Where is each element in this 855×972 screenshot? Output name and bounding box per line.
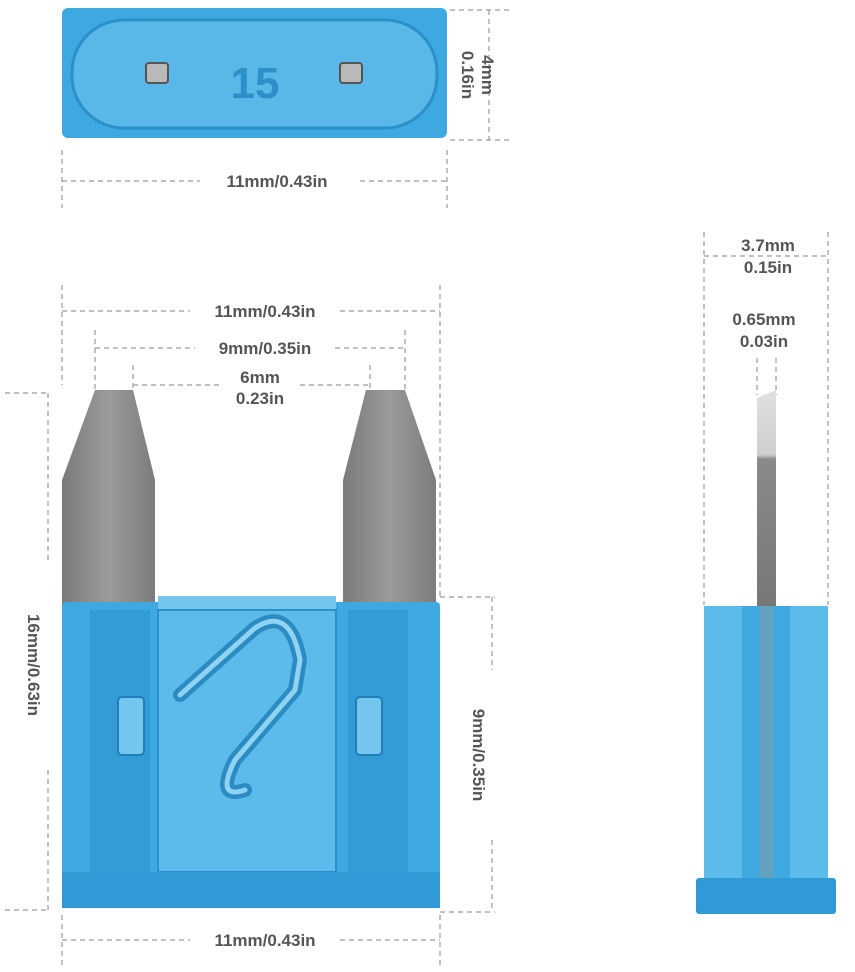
front-total-height-label: 16mm/0.63in [24,614,43,716]
top-view-amp-marking: 15 [231,59,280,108]
side-body-left-shade [704,606,742,878]
side-body-base [696,878,836,914]
front-bottom-width-label: 11mm/0.43in [214,931,315,950]
front-body-height-label: 9mm/0.35in [469,709,488,802]
side-blade [757,390,776,606]
right-blade [343,390,436,606]
fuse-element-wire-highlight [177,618,303,795]
side-blade-inside [759,606,774,878]
front-left-terminal-window [117,696,145,756]
side-thickness-mm-label: 3.7mm [741,236,795,255]
top-view-right-terminal [339,62,363,84]
top-view-left-terminal [145,62,169,84]
front-blade-span-label: 9mm/0.35in [219,339,312,358]
side-view: 3.7mm 0.15in 0.65mm 0.03in [696,232,836,914]
top-height-in-label: 0.16in [458,51,477,99]
side-thickness-in-label: 0.15in [744,258,792,277]
top-height-mm-label: 4mm [478,55,497,95]
front-inner-gap-mm-label: 6mm [240,368,280,387]
top-view-inner-frame [70,18,439,130]
front-right-terminal-window [355,696,383,756]
side-blade-thickness-mm-label: 0.65mm [732,310,795,329]
top-view: 15 4mm 0.16in 11mm/0.43in [61,8,510,208]
front-overall-width-label: 11mm/0.43in [214,302,315,321]
front-view: 11mm/0.43in 9mm/0.35in 6mm 0.23in [5,285,495,968]
front-body-top-cap [158,596,336,610]
left-blade [62,390,155,606]
side-blade-thickness-in-label: 0.03in [740,332,788,351]
front-inner-gap-in-label: 0.23in [236,389,284,408]
front-body-base [62,872,440,908]
side-body-right-shade [790,606,828,878]
top-width-label: 11mm/0.43in [226,172,327,191]
